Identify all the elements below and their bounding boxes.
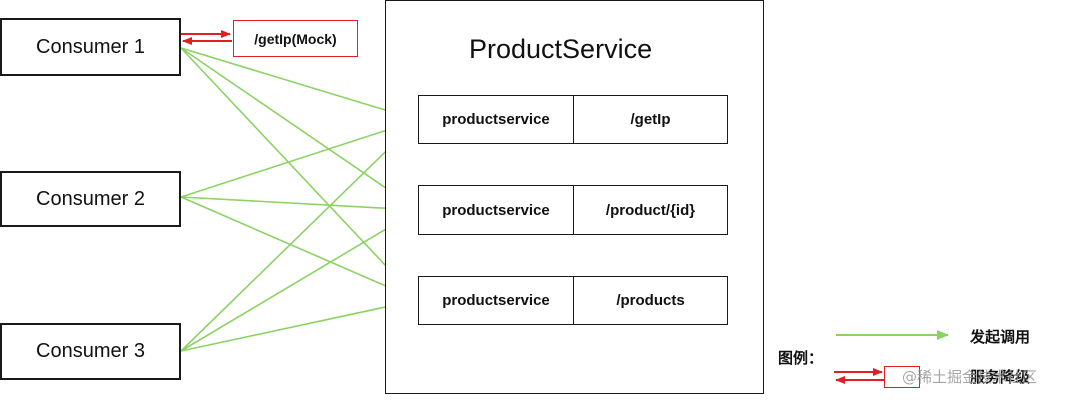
endpoint-path: /products [616,292,685,309]
endpoint-service-name: productservice [419,186,574,234]
legend-fallback-box [884,366,920,388]
call-arrow-consumer-2-to-endpoint-3 [180,196,419,301]
call-arrow-consumer-1-to-endpoint-2 [180,47,419,211]
call-arrow-consumer-2-to-endpoint-2 [180,196,419,215]
watermark-text: @稀土掘金技术社区 [902,368,1038,386]
consumer-1-label: Consumer 1 [36,35,145,58]
call-arrow-consumer-1-to-endpoint-1 [180,47,419,122]
call-arrow-consumer-1-to-endpoint-3 [180,47,419,301]
endpoint-row-getip: productservice /getIp [418,95,728,144]
endpoint-path: /getIp [630,111,671,128]
endpoint-service-name: productservice [419,277,574,324]
call-edges [180,47,419,352]
legend-call-label: 发起调用 [970,328,1031,346]
call-arrow-consumer-3-to-endpoint-1 [180,119,419,352]
consumer-3-box: Consumer 3 [0,323,181,380]
product-service-title: ProductService [469,34,653,64]
consumer-2-label: Consumer 2 [36,187,145,210]
consumer-3-label: Consumer 3 [36,340,145,362]
consumer-2-box: Consumer 2 [0,171,181,227]
call-arrow-consumer-2-to-endpoint-1 [180,118,419,198]
mock-endpoint-label: /getIp(Mock) [254,30,337,47]
endpoint-row-products: productservice /products [418,276,728,325]
legend-title: 图例： [778,349,824,367]
legend-fallback-label: 服务降级 [970,368,1031,386]
endpoint-row-product-id: productservice /product/{id} [418,185,728,235]
consumer-1-box: Consumer 1 [0,18,181,76]
mock-endpoint-box: /getIp(Mock) [233,20,358,57]
call-arrow-consumer-3-to-endpoint-2 [180,209,419,352]
endpoint-path: /product/{id} [605,201,696,219]
call-arrow-consumer-3-to-endpoint-3 [180,297,419,352]
endpoint-service-name: productservice [419,96,574,143]
